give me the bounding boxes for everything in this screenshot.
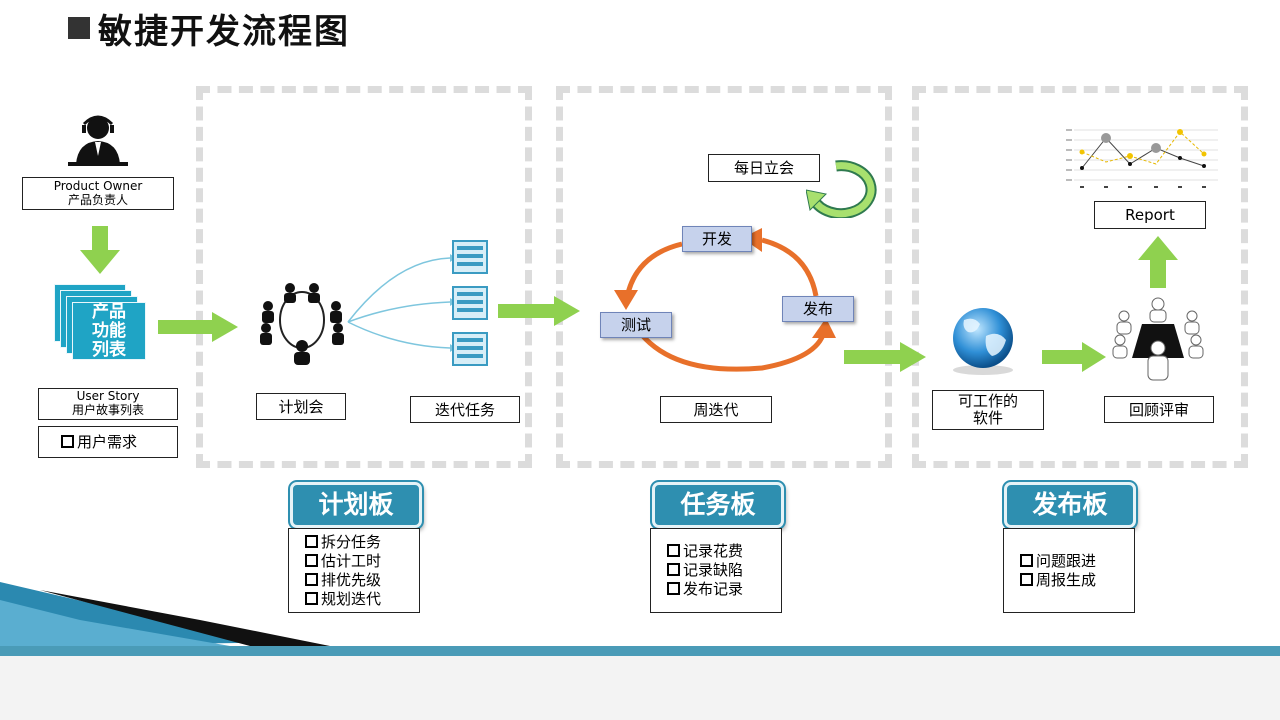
product-backlog-stack: 产品 功能 列表 [54,284,150,364]
iteration-tasks-label: 迭代任务 [410,396,520,423]
user-story-label: User Story 用户故事列表 [38,388,178,420]
title-bullet-icon [68,17,90,39]
page-title: 敏捷开发流程图 [68,4,350,53]
product-owner-label: Product Owner 产品负责人 [22,177,174,210]
iteration-stage-box [556,86,892,468]
plan-board-checklist: 拆分任务 估计工时 排优先级 规划迭代 [288,528,420,613]
task-document-icon [452,332,488,366]
report-label: Report [1094,201,1206,229]
iteration-cycle-arrows [614,228,836,372]
arrow-right-icon [1042,342,1106,372]
test-step: 测试 [600,312,672,338]
plan-board-title: 计划板 [290,482,422,528]
footer-swoosh [0,580,330,648]
arrow-up-icon [1138,236,1178,288]
task-document-icon [452,286,488,320]
release-board-checklist: 问题跟进 周报生成 [1003,528,1135,613]
user-needs-note: 用户需求 [38,426,178,458]
develop-step: 开发 [682,226,752,252]
planning-stage-box [196,86,532,468]
release-stage-box [912,86,1248,468]
working-software-label: 可工作的 软件 [932,390,1044,430]
planning-meeting-icon [260,283,344,365]
arrow-right-icon [844,342,926,372]
task-connector-lines [347,254,456,352]
report-chart-icon [1066,129,1218,188]
arrow-right-icon [498,296,580,326]
product-owner-icon [68,115,128,166]
footer-area [0,656,1280,720]
daily-standup-label: 每日立会 [708,154,820,182]
globe-icon [953,308,1013,375]
task-board-checklist: 记录花费 记录缺陷 发布记录 [650,528,782,613]
review-label: 回顾评审 [1104,396,1214,423]
arrow-right-icon [158,312,238,342]
task-document-icon [452,240,488,274]
refresh-cycle-icon [806,160,877,218]
arrow-down-icon [80,226,120,274]
review-meeting-icon [1112,297,1204,381]
release-step: 发布 [782,296,854,322]
plan-meeting-label: 计划会 [256,393,346,420]
footer-bar [0,646,1280,656]
task-board-title: 任务板 [652,482,784,528]
weekly-iteration-label: 周迭代 [660,396,772,423]
product-backlog-text: 产品 功能 列表 [92,301,126,360]
release-board-title: 发布板 [1004,482,1136,528]
